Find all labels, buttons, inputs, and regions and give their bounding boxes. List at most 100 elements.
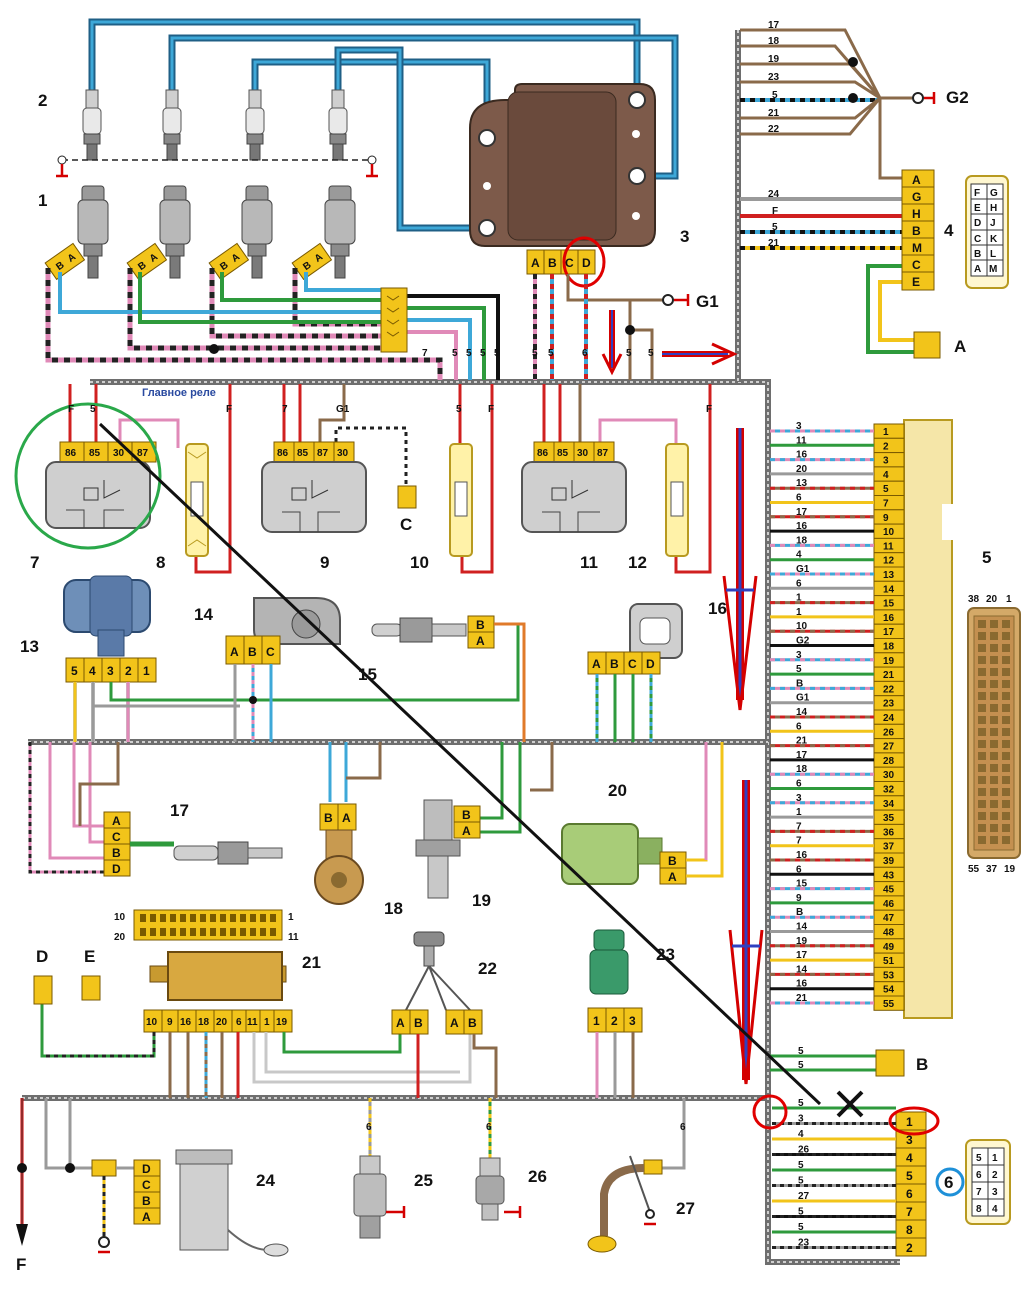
label-24: 24 [256,1171,275,1190]
diag-face-pin: G [990,188,998,199]
ecu-face-slot [978,788,986,796]
conn21-face-num: 10 [114,912,126,923]
ecu-face-slot [978,656,986,664]
conn6-pin-num: 7 [906,1205,913,1219]
ecu-pin-box [873,509,905,525]
ecu-face-num: 38 [968,594,980,605]
ecu-pin-num: 15 [883,599,895,610]
ecu-face-slot [978,704,986,712]
ecu-pin-num: 45 [883,885,895,896]
controller-21: 10 9 16 18 20 6 11 1 19 [40,951,472,1098]
ecu-pin-box [873,480,905,497]
ecu-pin-num: 48 [883,928,895,939]
canister-pin: A [668,870,677,884]
label-d: D [36,947,48,966]
label-e: E [84,947,95,966]
ecu-pin-num: 2 [883,441,889,452]
wire-num: 17 [796,507,808,518]
diag-pin: C [912,258,921,272]
ecu-face-slot [990,800,998,808]
ecu-face-slot [1002,632,1010,640]
fuse-12 [665,443,689,557]
pump-pin: D [142,1162,151,1176]
wire-num: 3 [798,1114,804,1125]
sensor23-pin: 1 [593,1014,600,1028]
label-14: 14 [194,605,213,624]
wire-num: 21 [796,736,808,747]
ecu-pin-box [873,495,905,511]
wire-num: 22 [768,124,780,135]
ecu-face-slot [990,620,998,628]
ecu-pin-num: 51 [883,956,895,967]
wire-num: 5 [796,664,802,675]
wire-num: 18 [768,36,780,47]
ign-pin-b: B [548,256,557,270]
conn6-face-pin: 2 [992,1170,998,1181]
ecu-face-slot [978,644,986,652]
wire-num: 13 [796,478,808,489]
conn21-pin: 18 [198,1017,210,1028]
label-26: 26 [528,1167,547,1186]
ecu-face-slot [1002,788,1010,796]
conn6-face-pin: 5 [976,1153,982,1164]
wire-num: 5 [798,1060,804,1071]
ecu-face-slot [978,836,986,844]
annotation-line [98,422,822,1106]
wire-num: 16 [796,521,808,532]
ecu-pin-num: 28 [883,756,895,767]
ign-pin-a: A [531,256,540,270]
main-relay-caption: Главное реле [142,387,216,399]
label-25: 25 [414,1171,433,1190]
ecu-face-slot [1002,728,1010,736]
wire-num: G1 [796,564,810,575]
conn21-pin: 1 [264,1017,270,1028]
wire-num: B [796,907,803,918]
ecu-face-slot [1002,644,1010,652]
ecu-pin-num: 54 [883,985,895,996]
down-arrows [722,428,764,1085]
ecu-face-slot [990,632,998,640]
label-3: 3 [680,227,689,246]
maf-pin: 4 [89,664,96,678]
wire-num: 5 [798,1222,804,1233]
sensor23-pin: 2 [611,1014,618,1028]
ecu-pin-num: 53 [883,970,895,981]
ecu-face-slot [990,692,998,700]
label-5: 5 [982,548,991,567]
tps-pin: A [230,645,239,659]
ecu-pin-num: 9 [883,513,889,524]
injector-connector [380,287,408,353]
ecu-face-slot [1002,740,1010,748]
ecu-face-slot [978,632,986,640]
o2-sensor-17: A C B D [28,742,283,877]
label-b: B [916,1055,928,1074]
sensor19-pin: B [462,808,471,822]
diag-pin: M [912,241,922,255]
diag-face-pin: D [974,218,981,229]
ecu-face-slot [1002,776,1010,784]
flow-arrows [601,310,738,376]
diagnostic-connector: A G H B M C E [901,169,935,291]
o2-pin: C [112,830,121,844]
ecu-face-slot [990,752,998,760]
label-6: 6 [944,1173,953,1192]
label-19: 19 [472,891,491,910]
wire-num: 6 [796,779,802,790]
wire-num: B [796,678,803,689]
ecu-pin-num: 34 [883,799,895,810]
ecu-face-slot [990,668,998,676]
maf-pin: 2 [125,664,132,678]
ecu-pin-num: 39 [883,856,895,867]
ecu-face-slot [978,692,986,700]
wire-num: 9 [796,893,802,904]
ecu-face-num: 19 [1004,864,1016,875]
ecu-pin-num: 55 [883,999,895,1010]
injector-harness [45,268,500,380]
ignition-module: A B C D [469,83,656,288]
sensor19-pin: A [462,824,471,838]
conn6-pin-num: 8 [906,1223,913,1237]
ecu-pin-num: 18 [883,642,895,653]
ign-pin-d: D [582,256,591,270]
